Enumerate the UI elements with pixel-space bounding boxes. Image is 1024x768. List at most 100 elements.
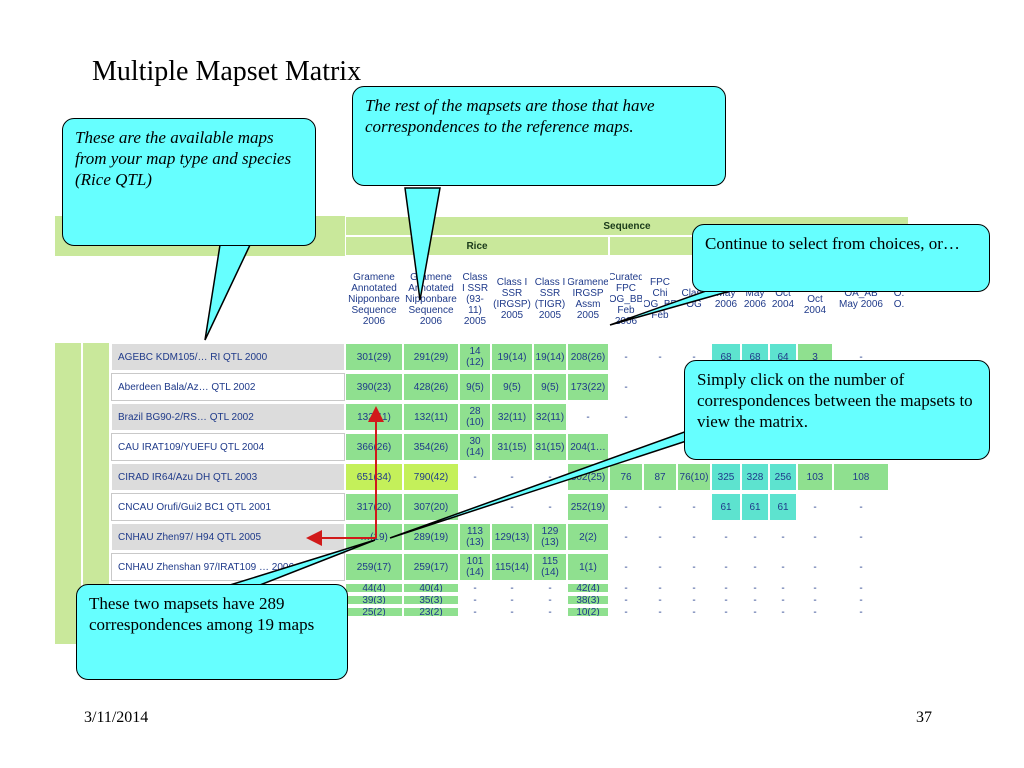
correspondence-cell[interactable]: 651(34) — [345, 463, 403, 491]
slide-title: Multiple Mapset Matrix — [92, 56, 362, 87]
correspondence-cell[interactable]: 38(3) — [567, 595, 609, 605]
correspondence-cell[interactable]: 76 — [609, 463, 643, 491]
correspondence-cell: - — [677, 493, 711, 521]
correspondence-cell[interactable]: 317(20) — [345, 493, 403, 521]
correspondence-cell: - — [797, 553, 833, 581]
correspondence-cell[interactable]: 132(11) — [403, 403, 459, 431]
correspondence-cell[interactable]: 31(15) — [533, 433, 567, 461]
correspondence-cell[interactable]: 307(20) — [403, 493, 459, 521]
correspondence-cell[interactable]: 2(2) — [567, 523, 609, 551]
correspondence-cell[interactable]: 428(26) — [403, 373, 459, 401]
row-label[interactable]: CNCAU Orufi/Gui2 BC1 QTL 2001 — [111, 493, 345, 521]
correspondence-cell[interactable]: 252(19) — [567, 493, 609, 521]
correspondence-cell[interactable]: 19(14) — [491, 343, 533, 371]
correspondence-cell: - — [609, 493, 643, 521]
correspondence-cell[interactable]: 35(3) — [403, 595, 459, 605]
correspondence-cell[interactable]: 61 — [711, 493, 741, 521]
correspondence-cell — [889, 463, 909, 491]
correspondence-cell[interactable]: 14 (12) — [459, 343, 491, 371]
correspondence-cell[interactable]: 103 — [797, 463, 833, 491]
row-label[interactable]: Brazil BG90-2/RS… QTL 2002 — [111, 403, 345, 431]
correspondence-cell[interactable]: 87 — [643, 463, 677, 491]
correspondence-cell: - — [797, 595, 833, 605]
correspondence-cell: - — [459, 607, 491, 617]
correspondence-cell: - — [711, 553, 741, 581]
correspondence-cell: - — [609, 583, 643, 593]
correspondence-cell: - — [533, 463, 567, 491]
correspondence-cell: - — [491, 493, 533, 521]
row-label[interactable]: Aberdeen Bala/Az… QTL 2002 — [111, 373, 345, 401]
correspondence-cell[interactable]: 328 — [741, 463, 769, 491]
correspondence-cell[interactable]: 9(5) — [459, 373, 491, 401]
correspondence-cell[interactable]: 25(2) — [345, 607, 403, 617]
correspondence-cell[interactable]: 256 — [769, 463, 797, 491]
correspondence-cell[interactable]: 39(3) — [345, 595, 403, 605]
correspondence-cell[interactable]: 132(11) — [345, 403, 403, 431]
correspondence-cell — [889, 595, 909, 605]
correspondence-cell[interactable]: 9(5) — [533, 373, 567, 401]
correspondence-cell — [889, 553, 909, 581]
correspondence-cell: - — [491, 607, 533, 617]
correspondence-cell[interactable]: 129 (13) — [533, 523, 567, 551]
correspondence-cell: - — [643, 343, 677, 371]
correspondence-cell: - — [797, 493, 833, 521]
correspondence-cell[interactable]: 259(17) — [345, 553, 403, 581]
correspondence-cell[interactable]: 325 — [711, 463, 741, 491]
correspondence-cell: - — [643, 553, 677, 581]
correspondence-cell[interactable]: 31(15) — [491, 433, 533, 461]
correspondence-cell: - — [677, 607, 711, 617]
correspondence-cell[interactable]: 32(11) — [491, 403, 533, 431]
slide-date: 3/11/2014 — [84, 709, 149, 726]
correspondence-cell[interactable]: 173(22) — [567, 373, 609, 401]
correspondence-cell[interactable]: 108 — [833, 463, 889, 491]
correspondence-cell[interactable]: 61 — [769, 493, 797, 521]
correspondence-cell[interactable]: 9(5) — [491, 373, 533, 401]
correspondence-cell[interactable]: 354(26) — [403, 433, 459, 461]
correspondence-cell: - — [609, 523, 643, 551]
correspondence-cell[interactable]: 101 (14) — [459, 553, 491, 581]
correspondence-cell[interactable]: 32(11) — [533, 403, 567, 431]
correspondence-cell — [889, 583, 909, 593]
row-label[interactable]: CNHAU Zhen97/ H94 QTL 2005 — [111, 523, 345, 551]
correspondence-cell[interactable]: 204(1… — [567, 433, 609, 461]
correspondence-cell[interactable]: 42(4) — [567, 583, 609, 593]
correspondence-cell[interactable]: 129(13) — [491, 523, 533, 551]
row-label[interactable]: AGEBC KDM105/… RI QTL 2000 — [111, 343, 345, 371]
row-label[interactable]: CIRAD IR64/Azu DH QTL 2003 — [111, 463, 345, 491]
correspondence-cell: - — [711, 583, 741, 593]
correspondence-cell[interactable]: 76(10) — [677, 463, 711, 491]
correspondence-cell[interactable]: 40(4) — [403, 583, 459, 593]
correspondence-cell[interactable]: 1(1) — [567, 553, 609, 581]
callout-two-mapsets: These two mapsets have 289 correspondenc… — [76, 584, 348, 680]
correspondence-cell[interactable]: …(19) — [345, 523, 403, 551]
correspondence-cell — [889, 523, 909, 551]
row-label[interactable]: CNHAU Zhenshan 97/IRAT109 … 2006 — [111, 553, 345, 581]
column-header: Gramene Annotated Nipponbare Sequence 20… — [403, 256, 459, 342]
correspondence-cell[interactable]: 28 (10) — [459, 403, 491, 431]
correspondence-cell[interactable]: 301(29) — [345, 343, 403, 371]
slide-page-number: 37 — [916, 709, 932, 726]
correspondence-cell[interactable]: 115 (14) — [533, 553, 567, 581]
correspondence-cell: - — [643, 607, 677, 617]
correspondence-cell[interactable]: 30 (14) — [459, 433, 491, 461]
correspondence-cell[interactable]: 115(14) — [491, 553, 533, 581]
row-label[interactable]: CAU IRAT109/YUEFU QTL 2004 — [111, 433, 345, 461]
correspondence-cell[interactable]: 259(17) — [403, 553, 459, 581]
correspondence-cell[interactable]: 10(2) — [567, 607, 609, 617]
correspondence-cell: - — [833, 583, 889, 593]
correspondence-cell[interactable]: 19(14) — [533, 343, 567, 371]
correspondence-cell[interactable]: 208(26) — [567, 343, 609, 371]
correspondence-cell: - — [769, 583, 797, 593]
correspondence-cell[interactable]: 44(4) — [345, 583, 403, 593]
callout-rest-mapsets: The rest of the mapsets are those that h… — [352, 86, 726, 186]
correspondence-cell[interactable]: 61 — [741, 493, 769, 521]
correspondence-cell[interactable]: 291(29) — [403, 343, 459, 371]
correspondence-cell[interactable]: 289(19) — [403, 523, 459, 551]
correspondence-cell: - — [833, 493, 889, 521]
correspondence-cell[interactable]: 390(23) — [345, 373, 403, 401]
correspondence-cell[interactable]: 23(2) — [403, 607, 459, 617]
correspondence-cell[interactable]: 113 (13) — [459, 523, 491, 551]
correspondence-cell[interactable]: 302(25) — [567, 463, 609, 491]
correspondence-cell[interactable]: 366(26) — [345, 433, 403, 461]
correspondence-cell[interactable]: 790(42) — [403, 463, 459, 491]
